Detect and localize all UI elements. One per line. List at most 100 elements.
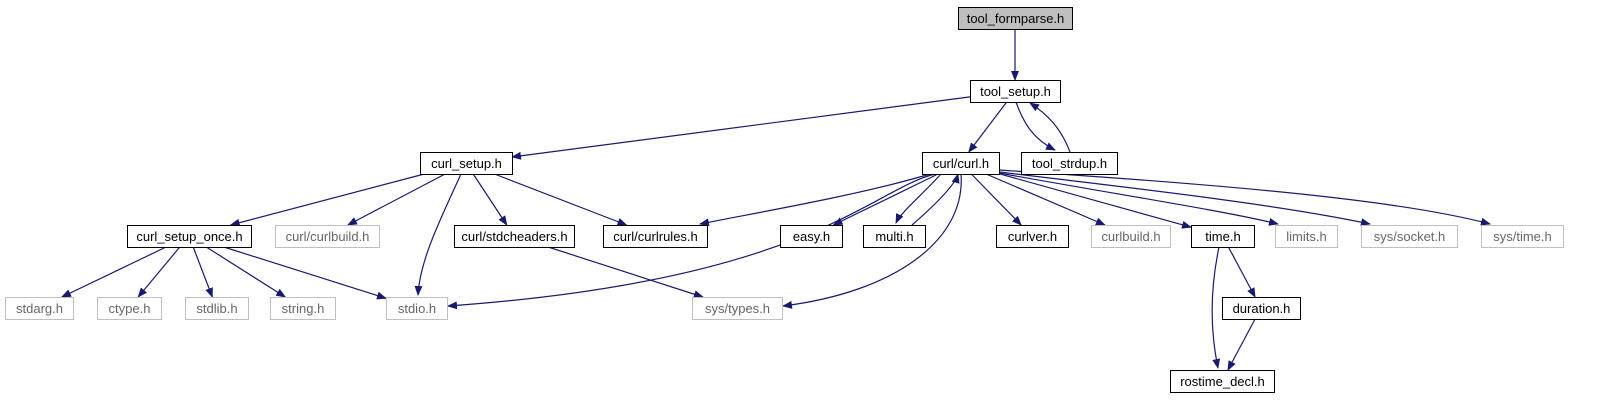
node-box [5, 297, 74, 320]
edge-curl-curl-to-curl-curlrules [699, 173, 931, 227]
edge-curl-curl-to-curlbuild [985, 173, 1106, 226]
edge-time-to-rostime-decl [1211, 246, 1221, 369]
edge-curl-setup-once-to-stdarg [60, 246, 167, 298]
node-time[interactable]: time.h [1191, 225, 1255, 248]
node-sys-types[interactable]: sys/types.h [692, 297, 783, 320]
edge-time-to-duration [1227, 246, 1256, 298]
node-stdlib[interactable]: stdlib.h [185, 297, 249, 320]
node-duration[interactable]: duration.h [1222, 297, 1301, 320]
node-label: curl_setup_once.h [136, 229, 242, 244]
node-tool-setup[interactable]: tool_setup.h [970, 80, 1061, 103]
node-label: curlbuild.h [1101, 229, 1160, 244]
node-label: stdio.h [398, 301, 436, 316]
node-stdio[interactable]: stdio.h [386, 297, 448, 320]
node-box [996, 225, 1069, 248]
node-string[interactable]: string.h [270, 297, 336, 320]
edge-curl-curl-to-easy [832, 173, 939, 226]
node-curl-setup[interactable]: curl_setup.h [420, 152, 513, 175]
node-box [420, 152, 513, 175]
node-label: time.h [1205, 229, 1240, 244]
edge-curl-setup-once-to-ctype [137, 246, 181, 298]
node-label: duration.h [1233, 301, 1291, 316]
edge-multi-to-curl-curl [911, 173, 960, 226]
node-curl-curl[interactable]: curl/curl.h [922, 152, 1000, 175]
node-label: tool_strdup.h [1032, 156, 1107, 171]
edge-curl-curl-to-time [998, 173, 1192, 229]
node-label: tool_setup.h [980, 84, 1051, 99]
edge-curl-curl-to-sys-socket [998, 171, 1371, 227]
edge-duration-to-rostime-decl [1227, 318, 1256, 371]
node-label: curl/stdcheaders.h [461, 229, 567, 244]
edge-curl-setup-to-stdio [414, 173, 462, 296]
node-box [1361, 225, 1458, 248]
node-label: curl_setup.h [431, 156, 502, 171]
node-easy[interactable]: easy.h [780, 225, 843, 248]
node-curl-curlbuild[interactable]: curl/curlbuild.h [275, 225, 380, 248]
node-box [780, 225, 843, 248]
edge-curl-curl-to-multi [895, 173, 942, 224]
node-rostime-decl[interactable]: rostime_decl.h [1170, 370, 1275, 393]
node-box [454, 225, 575, 248]
node-box [692, 297, 783, 320]
node-box [603, 225, 708, 248]
edge-curl-setup-to-curl-curlbuild [347, 173, 446, 226]
node-box [1091, 225, 1171, 248]
node-box [386, 297, 448, 320]
node-tool-formparse[interactable]: tool_formparse.h [958, 7, 1073, 30]
node-limits[interactable]: limits.h [1275, 225, 1338, 248]
node-box [1191, 225, 1255, 248]
node-box [185, 297, 249, 320]
edge-tool-setup-to-curl-setup [511, 96, 971, 160]
edge-curl-setup-once-to-stdio [223, 246, 387, 300]
node-label: curl/curlrules.h [613, 229, 698, 244]
node-box [1275, 225, 1338, 248]
node-label: ctype.h [109, 301, 151, 316]
node-label: easy.h [793, 229, 830, 244]
node-curl-curlrules[interactable]: curl/curlrules.h [603, 225, 708, 248]
node-box [127, 225, 252, 248]
node-box [275, 225, 380, 248]
node-box [97, 297, 162, 320]
node-label: sys/socket.h [1374, 229, 1446, 244]
node-box [1222, 297, 1301, 320]
node-box [270, 297, 336, 320]
node-label: string.h [282, 301, 325, 316]
node-box [1170, 370, 1275, 393]
node-label: rostime_decl.h [1180, 374, 1265, 389]
node-curlbuild[interactable]: curlbuild.h [1091, 225, 1171, 248]
node-sys-time[interactable]: sys/time.h [1481, 225, 1564, 248]
edge-tool-setup-to-tool-strdup [1015, 101, 1056, 151]
node-box [863, 225, 926, 248]
edge-curl-curl-to-sys-types [782, 173, 962, 309]
node-label: tool_formparse.h [967, 11, 1065, 26]
edge-curl-curl-to-curlver [970, 173, 1022, 226]
node-label: curlver.h [1008, 229, 1057, 244]
edge-curl-setup-to-curl-curlrules [494, 173, 628, 226]
node-tool-strdup[interactable]: tool_strdup.h [1021, 152, 1118, 175]
edge-curl-stdcheaders-to-sys-types [547, 246, 704, 299]
node-label: curl/curl.h [933, 156, 989, 171]
node-ctype[interactable]: ctype.h [97, 297, 162, 320]
node-label: sys/types.h [705, 301, 770, 316]
node-label: stdarg.h [16, 301, 63, 316]
node-label: limits.h [1286, 229, 1326, 244]
node-curl-stdcheaders[interactable]: curl/stdcheaders.h [454, 225, 575, 248]
node-stdarg[interactable]: stdarg.h [5, 297, 74, 320]
node-box [970, 80, 1061, 103]
node-curlver[interactable]: curlver.h [996, 225, 1069, 248]
node-label: sys/time.h [1493, 229, 1552, 244]
edge-tool-strdup-to-tool-setup [1029, 102, 1071, 153]
edge-curl-curl-to-sys-time [998, 169, 1491, 226]
node-label: curl/curlbuild.h [286, 229, 370, 244]
node-box [1021, 152, 1118, 175]
node-curl-setup-once[interactable]: curl_setup_once.h [127, 225, 252, 248]
edge-curl-setup-once-to-stdlib [192, 246, 213, 298]
node-multi[interactable]: multi.h [863, 225, 926, 248]
edge-curl-setup-once-to-string [205, 246, 287, 298]
node-box [1481, 225, 1564, 248]
node-box [958, 7, 1073, 30]
edge-tool-setup-to-curl-curl [968, 101, 1008, 153]
node-box [922, 152, 1000, 175]
node-sys-socket[interactable]: sys/socket.h [1361, 225, 1458, 248]
